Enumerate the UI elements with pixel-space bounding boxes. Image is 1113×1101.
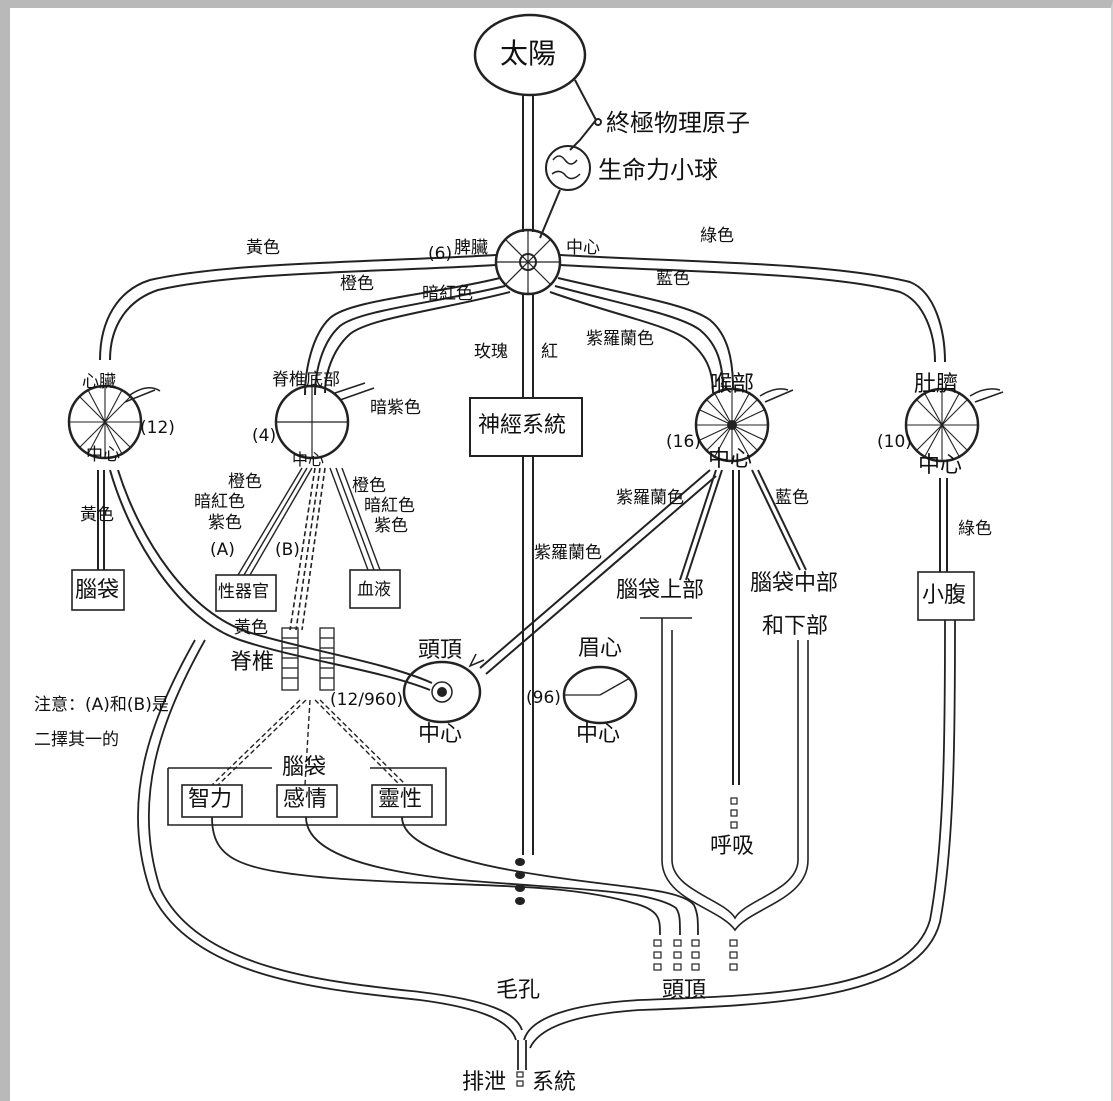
vitality-globule-icon (545, 145, 591, 191)
throat-number: (16) (666, 432, 701, 452)
base-spine-number: (4) (252, 426, 277, 446)
blood-dark-red-label: 暗紅色 (364, 496, 415, 516)
navel-green-label: 綠色 (958, 519, 992, 539)
green-label: 綠色 (700, 226, 734, 246)
throat-center-label: 中心 (708, 447, 753, 472)
head-group-label: 腦袋 (282, 755, 327, 780)
spine-icon (281, 627, 335, 691)
red-label: 紅 (541, 342, 558, 362)
middle-brain-label: 腦袋中部 (750, 571, 839, 596)
pores-dots (515, 858, 525, 905)
emotion-label: 感情 (283, 787, 328, 812)
brow-label: 眉心 (578, 636, 623, 661)
heart-label: 心臟 (82, 372, 116, 392)
crown-exit-dots (653, 939, 738, 971)
yellow-channel (99, 254, 497, 361)
orange-label: 橙色 (340, 274, 374, 294)
heart-number: (12) (140, 418, 175, 438)
crown-number: (12/960) (330, 690, 404, 710)
sex-organs-label: 性器官 (218, 582, 269, 602)
breath-label: 呼吸 (710, 834, 755, 859)
upper-brain-bracket (640, 617, 809, 932)
note-line2: 二擇其一的 (34, 730, 119, 750)
spirituality-label: 靈性 (378, 787, 423, 812)
lower-brain-label: 和下部 (762, 614, 829, 639)
throat-label: 喉部 (710, 372, 755, 397)
blood-orange-label: 橙色 (352, 476, 386, 496)
excretion-left-label: 排泄 (462, 1070, 507, 1095)
blood-label: 血液 (357, 580, 391, 600)
sun-label: 太陽 (500, 37, 557, 70)
ultimate-atom-label: 終極物理原子 (606, 109, 750, 137)
crown-violet-label: 紫羅蘭色 (534, 543, 602, 563)
abdomen-box (917, 571, 975, 621)
orange-channel (304, 277, 501, 396)
brain-box-left (71, 569, 125, 611)
heart-center-label: 中心 (86, 445, 120, 465)
heart-yellow-label: 黃色 (80, 505, 114, 525)
blue-channel (557, 277, 734, 389)
spleen-number: (6) (428, 244, 453, 264)
spleen-spokes (496, 230, 560, 294)
yellow-label: 黃色 (246, 238, 280, 258)
crown-label: 頭頂 (418, 638, 463, 663)
blood-box (349, 569, 401, 609)
violet-crown-channel (479, 469, 711, 669)
path-a-label: (A) (210, 540, 235, 560)
upper-brain-label: 腦袋上部 (616, 578, 705, 603)
base-spine-label: 脊椎底部 (272, 370, 340, 390)
sex-dark-red-label: 暗紅色 (194, 492, 245, 512)
sex-organs-box (215, 574, 277, 612)
nervous-system-label: 神經系統 (478, 413, 567, 438)
nervous-system-box (469, 397, 583, 457)
throat-violet-label: 紫羅蘭色 (616, 488, 684, 508)
navel-label: 肚臍 (914, 372, 959, 397)
sex-orange-label: 橙色 (228, 472, 262, 492)
heart-crown-channel (109, 469, 431, 691)
blood-purple-label: 紫色 (374, 516, 408, 536)
navel-center-label: 中心 (918, 453, 963, 478)
breath-dots (730, 797, 738, 829)
excretion-dots (516, 1071, 524, 1087)
atom-connector (569, 79, 598, 151)
head-top-label: 頭頂 (662, 978, 707, 1003)
crown-center-label: 中心 (418, 722, 463, 747)
pores-label: 毛孔 (496, 978, 541, 1003)
spleen-label: 脾臟 (454, 238, 488, 258)
spine-yellow-label: 黃色 (234, 618, 268, 638)
green-channel (559, 254, 946, 363)
base-spine-center-label: 中心 (292, 450, 325, 469)
note-line1: 注意：(A)和(B)是 (34, 695, 169, 715)
dark-purple-label: 暗紫色 (370, 398, 421, 418)
intellect-label: 智力 (188, 787, 233, 812)
crown-chakra (402, 660, 482, 724)
head-group-bracket (167, 767, 447, 826)
path-b-label: (B) (275, 540, 300, 560)
brain-left-label: 腦袋 (75, 578, 120, 603)
ultimate-atom-dot (594, 118, 602, 126)
throat-blue-label: 藍色 (775, 488, 809, 508)
blue-label: 藍色 (656, 269, 690, 289)
excretion-right-label: 系統 (532, 1070, 577, 1095)
spine-label: 脊椎 (230, 650, 275, 675)
spleen-center-label: 中心 (566, 238, 600, 258)
abdomen-label: 小腹 (922, 583, 967, 608)
sun-circle (473, 13, 587, 97)
brow-center-label: 中心 (576, 722, 621, 747)
violet-label: 紫羅蘭色 (586, 329, 654, 349)
sex-purple-label: 紫色 (208, 513, 242, 533)
vitality-globule-label: 生命力小球 (598, 156, 718, 184)
emotion-box (276, 784, 338, 818)
rose-label: 玫瑰 (474, 342, 508, 362)
dark-red-label: 暗紅色 (422, 284, 473, 304)
navel-number: (10) (877, 432, 912, 452)
brow-number: (96) (526, 688, 561, 708)
excretion-channels (137, 619, 956, 1070)
